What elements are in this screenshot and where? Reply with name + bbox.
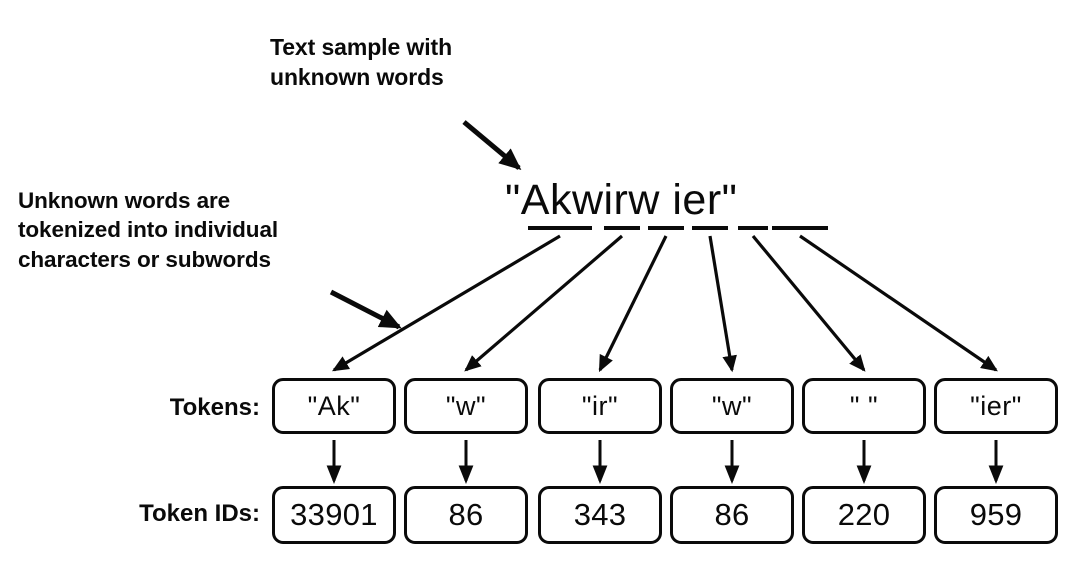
annotation-unknown-words: Unknown words are tokenized into individ… bbox=[18, 188, 279, 272]
token-box[interactable]: "w" bbox=[404, 378, 528, 434]
token-id-box[interactable]: 86 bbox=[670, 486, 794, 544]
arrow-annotation-left bbox=[329, 289, 402, 330]
annotation-text-sample: Text sample with unknown words bbox=[270, 34, 453, 90]
arrow-segment-to-token bbox=[331, 234, 561, 372]
token-box[interactable]: "w" bbox=[670, 378, 794, 434]
arrow-segment-to-token bbox=[464, 234, 624, 372]
arrow-annotation-top bbox=[462, 120, 522, 170]
arrow-segment-to-token bbox=[708, 235, 737, 373]
token-id-box[interactable]: 220 bbox=[802, 486, 926, 544]
sample-text: "Akwirw ier" bbox=[505, 176, 738, 224]
token-box[interactable]: "ier" bbox=[934, 378, 1058, 434]
token-box[interactable]: " " bbox=[802, 378, 926, 434]
token-id-box[interactable]: 959 bbox=[934, 486, 1058, 544]
fanout-arrows bbox=[331, 234, 998, 373]
token-box[interactable]: "ir" bbox=[538, 378, 662, 434]
token-ids-row-label: Token IDs: bbox=[139, 500, 260, 527]
tokens-row-label: Tokens: bbox=[169, 394, 260, 421]
token-id-box[interactable]: 86 bbox=[404, 486, 528, 544]
arrow-segment-to-token bbox=[598, 235, 668, 373]
token-id-box[interactable]: 343 bbox=[538, 486, 662, 544]
arrow-segment-to-token bbox=[799, 234, 998, 372]
arrow-segment-to-token bbox=[751, 234, 866, 372]
token-box[interactable]: "Ak" bbox=[272, 378, 396, 434]
token-id-box[interactable]: 33901 bbox=[272, 486, 396, 544]
token-to-id-arrows bbox=[326, 440, 1004, 484]
